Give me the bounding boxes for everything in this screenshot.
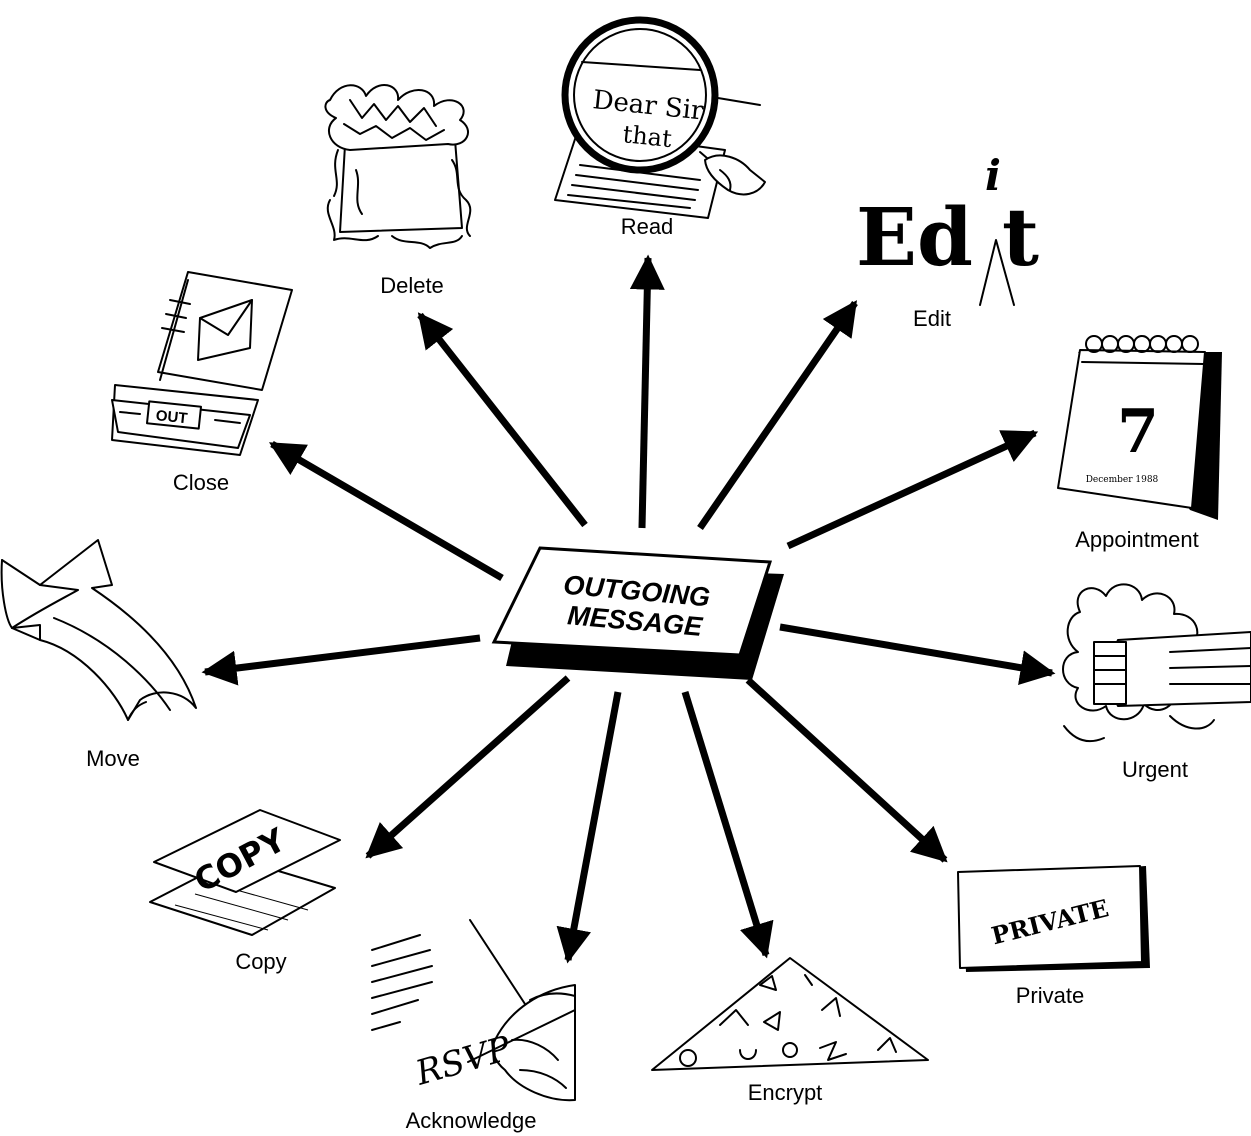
arrow-to-appointment: [786, 429, 1039, 550]
calendar-day: 7: [1117, 397, 1159, 467]
private-illustration: PRIVATE Private: [957, 865, 1150, 1008]
private-card-icon: [957, 865, 1143, 969]
arrow-to-read: [629, 254, 665, 529]
option-acknowledge-label: Acknowledge: [406, 1108, 537, 1133]
arrow-to-edit: [697, 300, 858, 530]
calendar-icon: [1057, 349, 1206, 509]
option-read-label: Read: [621, 214, 674, 239]
outgoing-message-card: OUTGOING MESSAGE: [491, 546, 784, 680]
arrow-to-private: [745, 677, 948, 863]
arrow-to-encrypt: [681, 690, 774, 959]
arrow-to-close: [268, 440, 504, 582]
edit-word-caret-letter: i: [985, 151, 1001, 200]
close-illustration: OUT Close: [111, 271, 293, 495]
edit-word-left: Ed: [856, 190, 973, 284]
encrypt-illustration: Encrypt: [651, 957, 929, 1105]
option-close-label: Close: [173, 470, 229, 495]
card-face: [491, 546, 773, 657]
arrow-to-delete: [417, 312, 588, 528]
move-arrow-icon: [11, 539, 197, 721]
urgent-illustration: Urgent: [1062, 583, 1251, 782]
option-delete-label: Delete: [380, 273, 444, 298]
arrow-to-acknowledge: [556, 691, 622, 964]
arrow-to-copy: [365, 675, 571, 859]
acknowledge-illustration: RSVP Acknowledge: [371, 919, 576, 1133]
encrypt-triangle-icon: [651, 957, 929, 1071]
copy-illustration: COPY Copy: [149, 809, 341, 974]
option-move-label: Move: [86, 746, 140, 771]
move-illustration: Move: [0, 539, 197, 771]
caret-icon: [979, 239, 1015, 306]
tray-label: OUT: [155, 407, 188, 427]
appointment-illustration: 7 December 1988 Appointment: [1057, 335, 1222, 552]
arrow-to-move: [201, 634, 481, 686]
arrows: [201, 254, 1056, 964]
magnifier-icon: [561, 16, 719, 174]
calendar-caption: December 1988: [1086, 475, 1159, 485]
edit-word-right: t: [1002, 190, 1039, 284]
option-urgent-label: Urgent: [1122, 757, 1188, 782]
option-encrypt-label: Encrypt: [748, 1080, 823, 1105]
magnifier-text-2: that: [621, 120, 673, 153]
edit-illustration: Ed i t Edit: [856, 151, 1039, 331]
delete-illustration: Delete: [324, 84, 472, 298]
option-private-label: Private: [1016, 983, 1084, 1008]
option-edit-label: Edit: [913, 306, 951, 331]
signature-scribble: RSVP: [410, 1028, 516, 1094]
copy-sheet-icon: [153, 809, 341, 893]
option-appointment-label: Appointment: [1075, 527, 1199, 552]
arrow-to-urgent: [779, 623, 1056, 686]
option-copy-label: Copy: [235, 949, 286, 974]
read-illustration: Dear Sir that Read: [554, 16, 766, 239]
